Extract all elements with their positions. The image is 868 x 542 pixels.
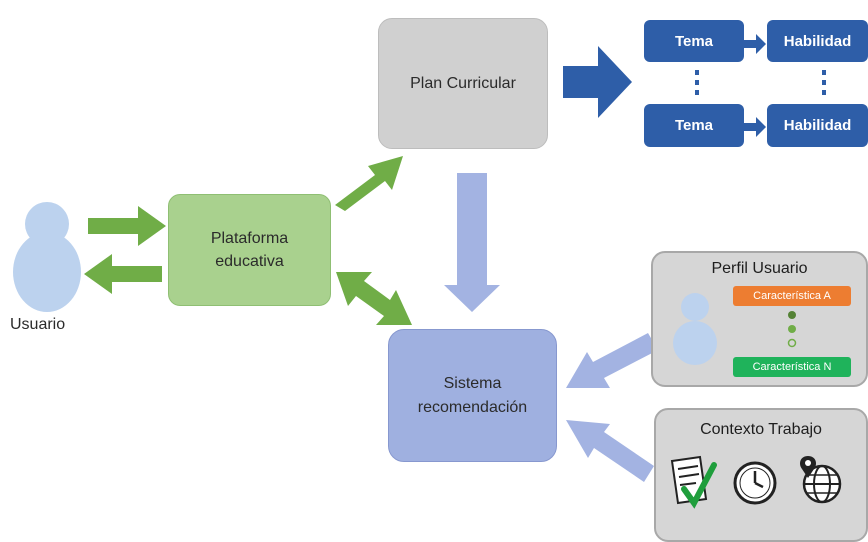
arrow-curriculum-to-topics <box>563 46 632 118</box>
profile-person-icon <box>673 293 717 365</box>
topic-tag[interactable]: Tema <box>644 104 744 147</box>
arrow-platform-to-curriculum <box>335 156 403 211</box>
profile-panel[interactable]: Perfil Usuario Característica A Caracter… <box>651 251 868 387</box>
profile-features-ellipsis <box>787 311 797 348</box>
globe-location-icon <box>800 456 842 504</box>
curriculum-box[interactable]: Plan Curricular <box>378 18 548 149</box>
arrow-platform-to-user <box>84 254 162 294</box>
arrow-context-to-recommender <box>566 420 654 482</box>
checklist-icon <box>670 455 717 509</box>
user-person-icon <box>13 202 81 312</box>
arrow-platform-recommender <box>336 272 412 325</box>
profile-title: Perfil Usuario <box>711 260 808 277</box>
context-panel[interactable]: Contexto Trabajo <box>654 408 868 542</box>
arrow-topic-skill-1 <box>744 34 766 54</box>
context-title: Contexto Trabajo <box>700 421 822 438</box>
user-label: Usuario <box>10 316 66 333</box>
topics-ellipsis-right <box>822 70 826 95</box>
clock-icon <box>733 461 777 505</box>
topics-ellipsis-left <box>695 70 699 95</box>
skill-tag[interactable]: Habilidad <box>767 104 868 147</box>
recommender-box[interactable]: Sistema recomendación <box>388 329 557 462</box>
arrow-topic-skill-2 <box>744 117 766 137</box>
profile-feature-last: Característica N <box>733 357 851 377</box>
platform-box[interactable]: Plataforma educativa <box>168 194 331 306</box>
arrow-profile-to-recommender <box>566 333 658 388</box>
topic-tag[interactable]: Tema <box>644 20 744 62</box>
skill-tag[interactable]: Habilidad <box>767 20 868 62</box>
arrow-user-to-platform <box>88 206 166 246</box>
arrow-curriculum-to-recommender <box>444 173 500 312</box>
profile-feature-first: Característica A <box>733 286 851 306</box>
